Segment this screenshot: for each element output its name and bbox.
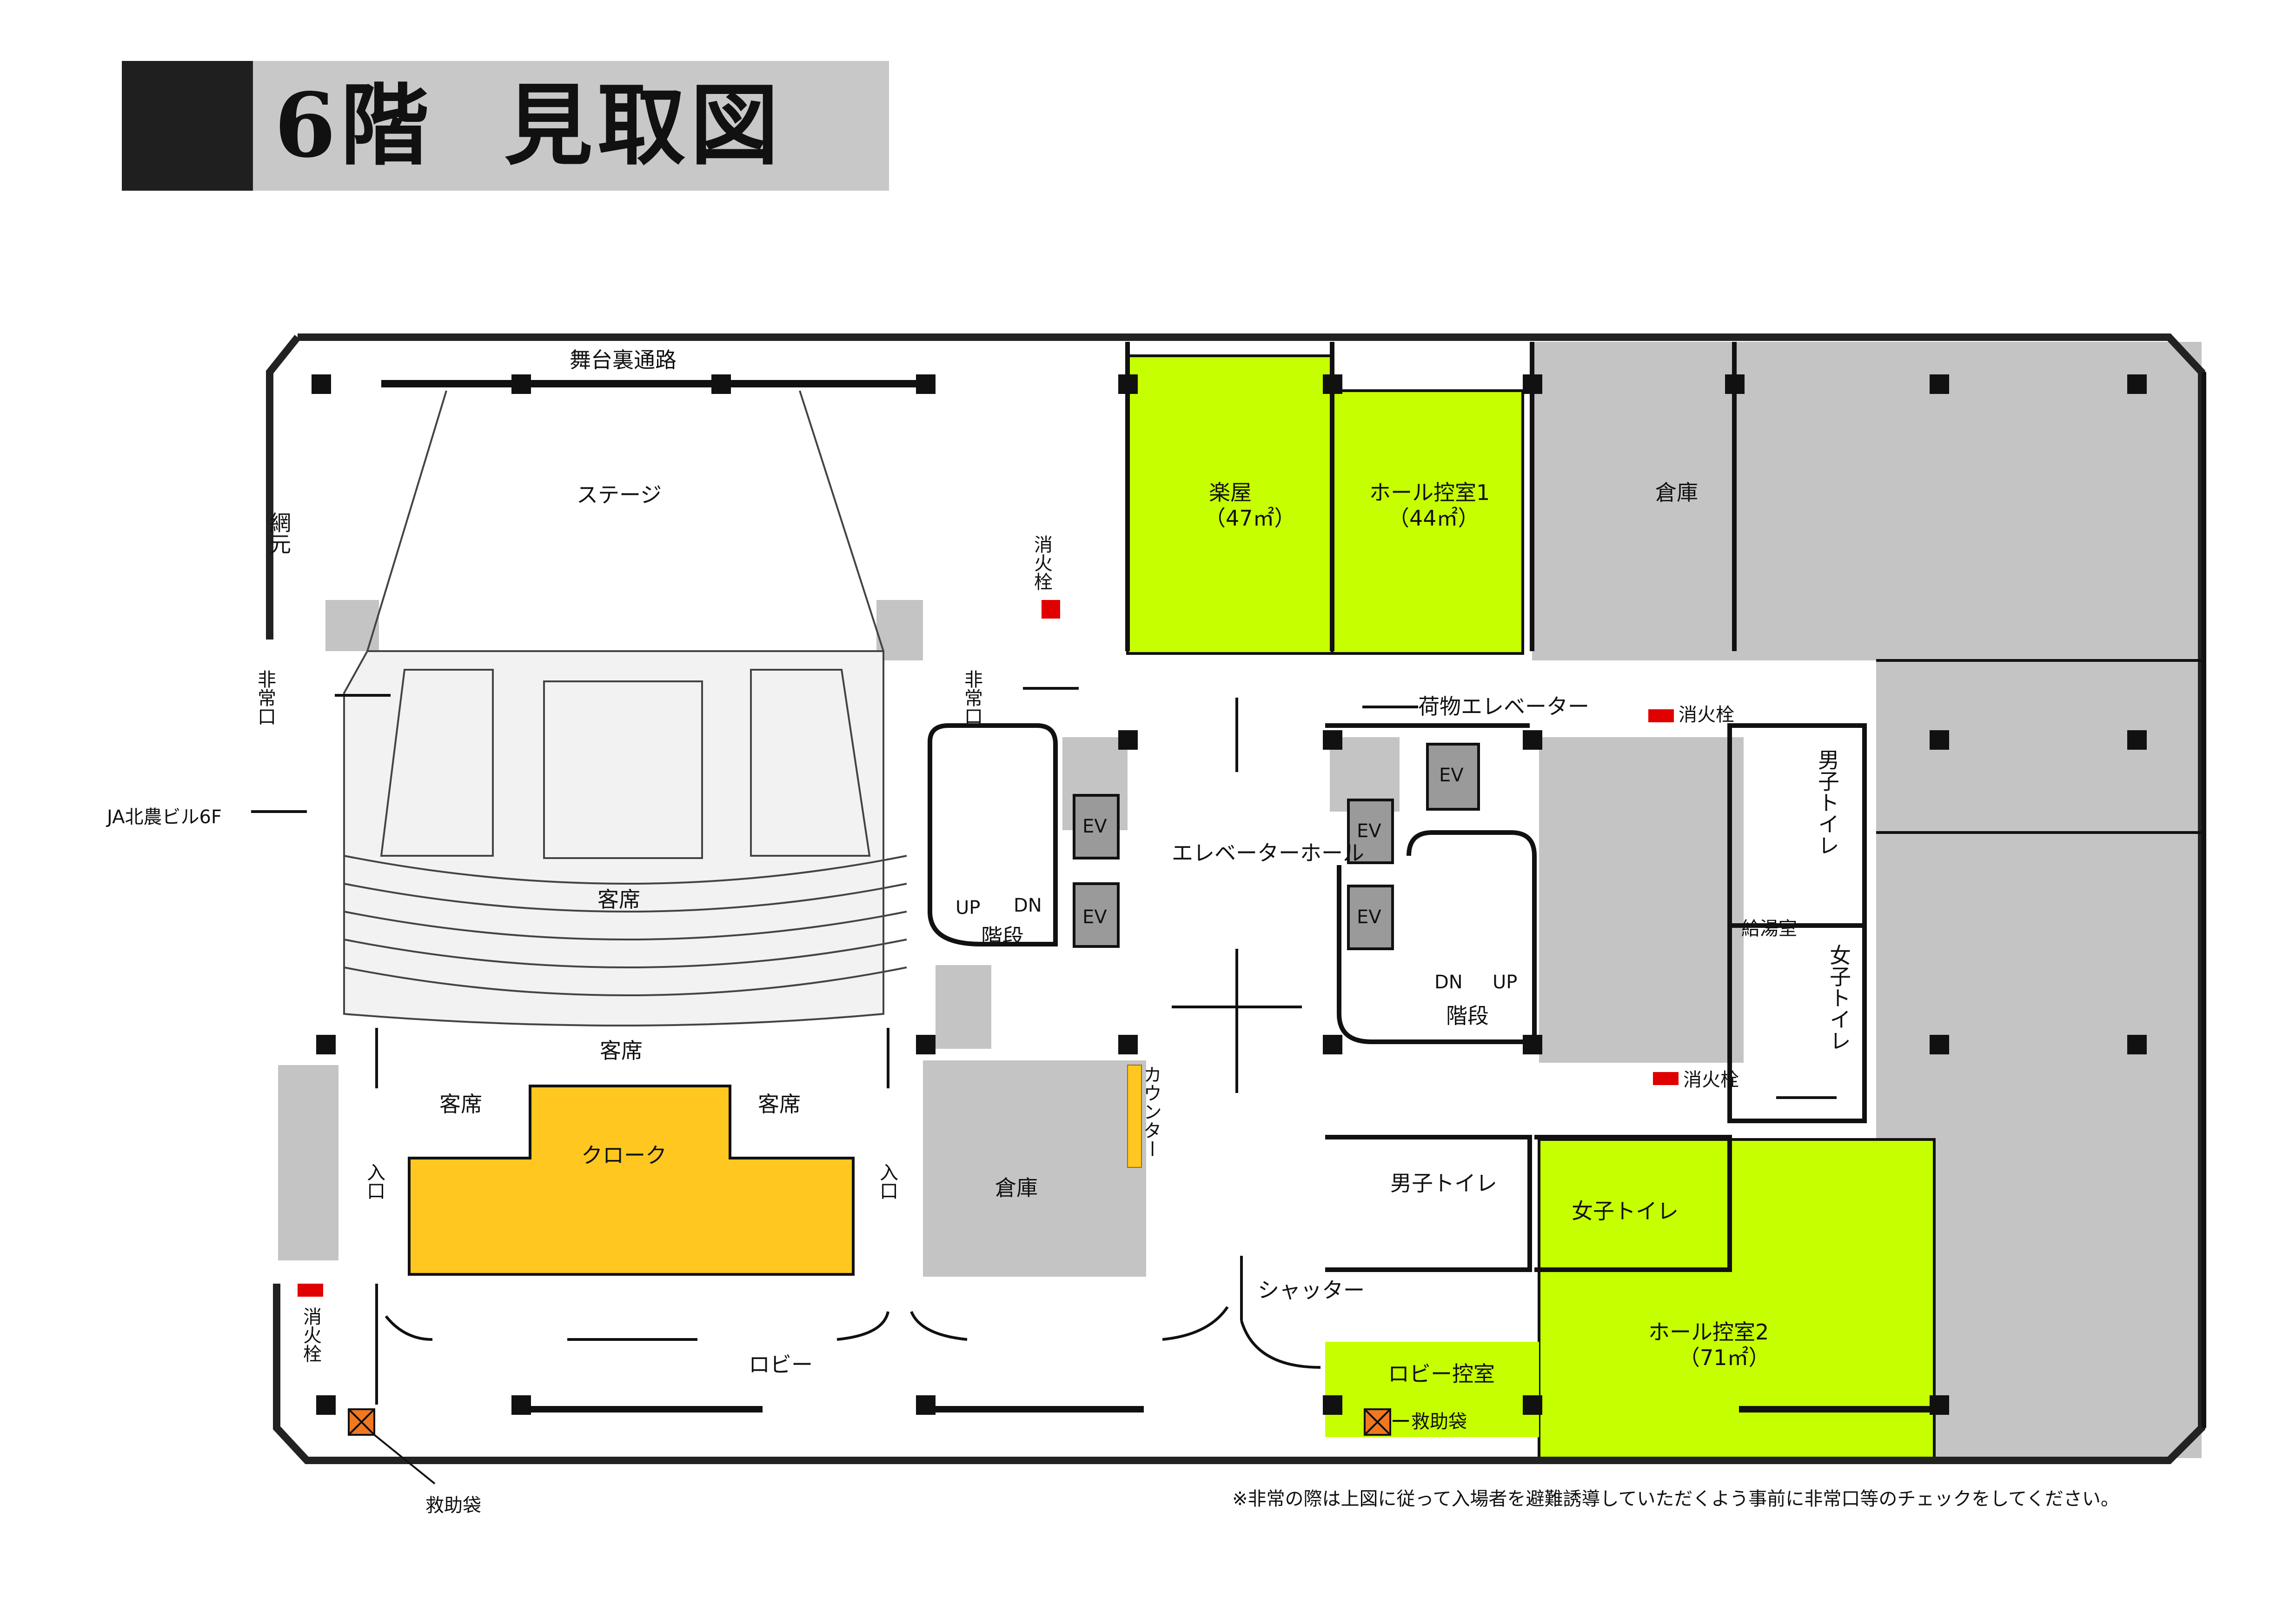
- green-room-label: 楽屋: [1209, 480, 1252, 505]
- cloak-label: クローク: [581, 1143, 667, 1168]
- up-label-right: UP: [1493, 972, 1517, 993]
- hydrant-label-3: 消火栓: [1683, 1069, 1739, 1091]
- entrance-right: 入口: [876, 1163, 898, 1200]
- outer-wall: [266, 333, 2205, 1464]
- elevator-hall-label: エレベーターホール: [1172, 840, 1364, 866]
- stairs-left-label: 階段: [981, 924, 1024, 949]
- hall-waiting-2-area: （71㎡）: [1679, 1345, 1770, 1370]
- up-label-left: UP: [956, 897, 980, 919]
- left-gray-top: [325, 600, 379, 651]
- stage-label: ステージ: [577, 482, 662, 507]
- gray-small-4: [936, 965, 991, 1049]
- elevator-3: [1347, 799, 1394, 864]
- seating-left-label: 客席: [439, 1092, 482, 1117]
- inner-walls: [928, 342, 2206, 1428]
- entrance-left: 入口: [364, 1163, 385, 1200]
- storage-areas: [278, 342, 2202, 1458]
- ev-label-freight: EV: [1439, 765, 1464, 786]
- hydrant-label-2: 消火栓: [1679, 704, 1734, 726]
- hydrant-marker: [298, 1284, 323, 1297]
- title-accent-block: [122, 61, 253, 191]
- counter-desk: [1127, 1065, 1142, 1168]
- backstage-passage-label: 舞台裏通路: [570, 347, 677, 373]
- left-gray-block: [278, 1065, 338, 1260]
- hydrant-label-1: 消火栓: [1031, 535, 1052, 591]
- womens-toilet-right-label: 女子トイレ: [1826, 944, 1851, 1051]
- kitchenette-label: 給湯室: [1741, 918, 1797, 939]
- seating-upper-label: 客席: [597, 887, 640, 912]
- hall-waiting-1-area: （44㎡）: [1388, 506, 1480, 531]
- hydrant-label-4: 消火栓: [300, 1307, 321, 1363]
- green-room-area: （47㎡）: [1204, 506, 1296, 531]
- storage-lower: [923, 1060, 1146, 1277]
- ev-label-4: EV: [1357, 906, 1381, 928]
- dn-label-left: DN: [1014, 895, 1042, 916]
- hydrant-marker: [1653, 1072, 1679, 1085]
- cloak-fill: [408, 1085, 855, 1276]
- freight-elevator-car: [1426, 743, 1480, 811]
- gray-small-5: [1539, 958, 1595, 1051]
- evacuation-arrows: [251, 687, 1837, 1405]
- elevator-1: [1073, 794, 1120, 859]
- storage-top-label: 倉庫: [1655, 480, 1698, 505]
- rescue-bag-label-2: 救助袋: [1411, 1411, 1467, 1432]
- ev-label-2: EV: [1082, 906, 1107, 928]
- shutter-label: シャッター: [1258, 1278, 1365, 1303]
- structural-columns: [312, 374, 2147, 1415]
- storage-mid-label: 倉庫: [995, 1175, 1038, 1200]
- green-room-fill: [1126, 354, 1334, 655]
- elevator-4: [1347, 885, 1394, 950]
- hall-waiting-1-label: ホール控室1: [1369, 480, 1490, 505]
- ev-label-3: EV: [1357, 820, 1381, 842]
- dn-label-right: DN: [1434, 972, 1463, 993]
- elevators: [1073, 743, 1480, 950]
- stairs-right-label: 階段: [1446, 1003, 1489, 1028]
- hall-waiting-1-fill: [1331, 389, 1524, 655]
- evacuation-footnote: ※非常の際は上図に従って入場者を避難誘導していただくよう事前に非常口等のチェック…: [1232, 1488, 2119, 1510]
- emergency-exit-right: 非常口: [961, 670, 982, 726]
- hydrant-markers: [298, 600, 1679, 1297]
- hydrant-marker: [1042, 600, 1060, 619]
- emergency-exit-left: 非常口: [254, 670, 276, 726]
- page-title: 6階 見取図: [274, 73, 783, 177]
- ev-label-1: EV: [1082, 816, 1107, 837]
- neighbor-building-label: JA北農ビル6F: [106, 806, 222, 828]
- fly-gallery-label: 網元: [266, 512, 292, 554]
- lobby-waiting-fill: [1325, 1342, 1539, 1437]
- hall-waiting-2-label: ホール控室2: [1648, 1319, 1769, 1345]
- counter-label: カウンター: [1140, 1065, 1161, 1158]
- seating-right-label: 客席: [758, 1092, 801, 1117]
- mens-toilet-right-label: 男子トイレ: [1815, 749, 1840, 856]
- seating-lower-label: 客席: [600, 1038, 643, 1063]
- freight-elevator-label: 荷物エレベーター: [1418, 694, 1589, 719]
- lobby-label: ロビー: [749, 1352, 813, 1377]
- lobby-waiting-label: ロビー控室: [1388, 1361, 1495, 1386]
- rescue-bags: [348, 1408, 1409, 1485]
- hydrant-marker: [1648, 709, 1674, 722]
- rescue-bag-label-1: 救助袋: [425, 1495, 481, 1516]
- elevator-2: [1073, 882, 1120, 948]
- womens-toilet-bottom-label: 女子トイレ: [1572, 1199, 1679, 1224]
- auditorium: [343, 380, 930, 1026]
- mens-toilet-bottom-label: 男子トイレ: [1390, 1171, 1497, 1196]
